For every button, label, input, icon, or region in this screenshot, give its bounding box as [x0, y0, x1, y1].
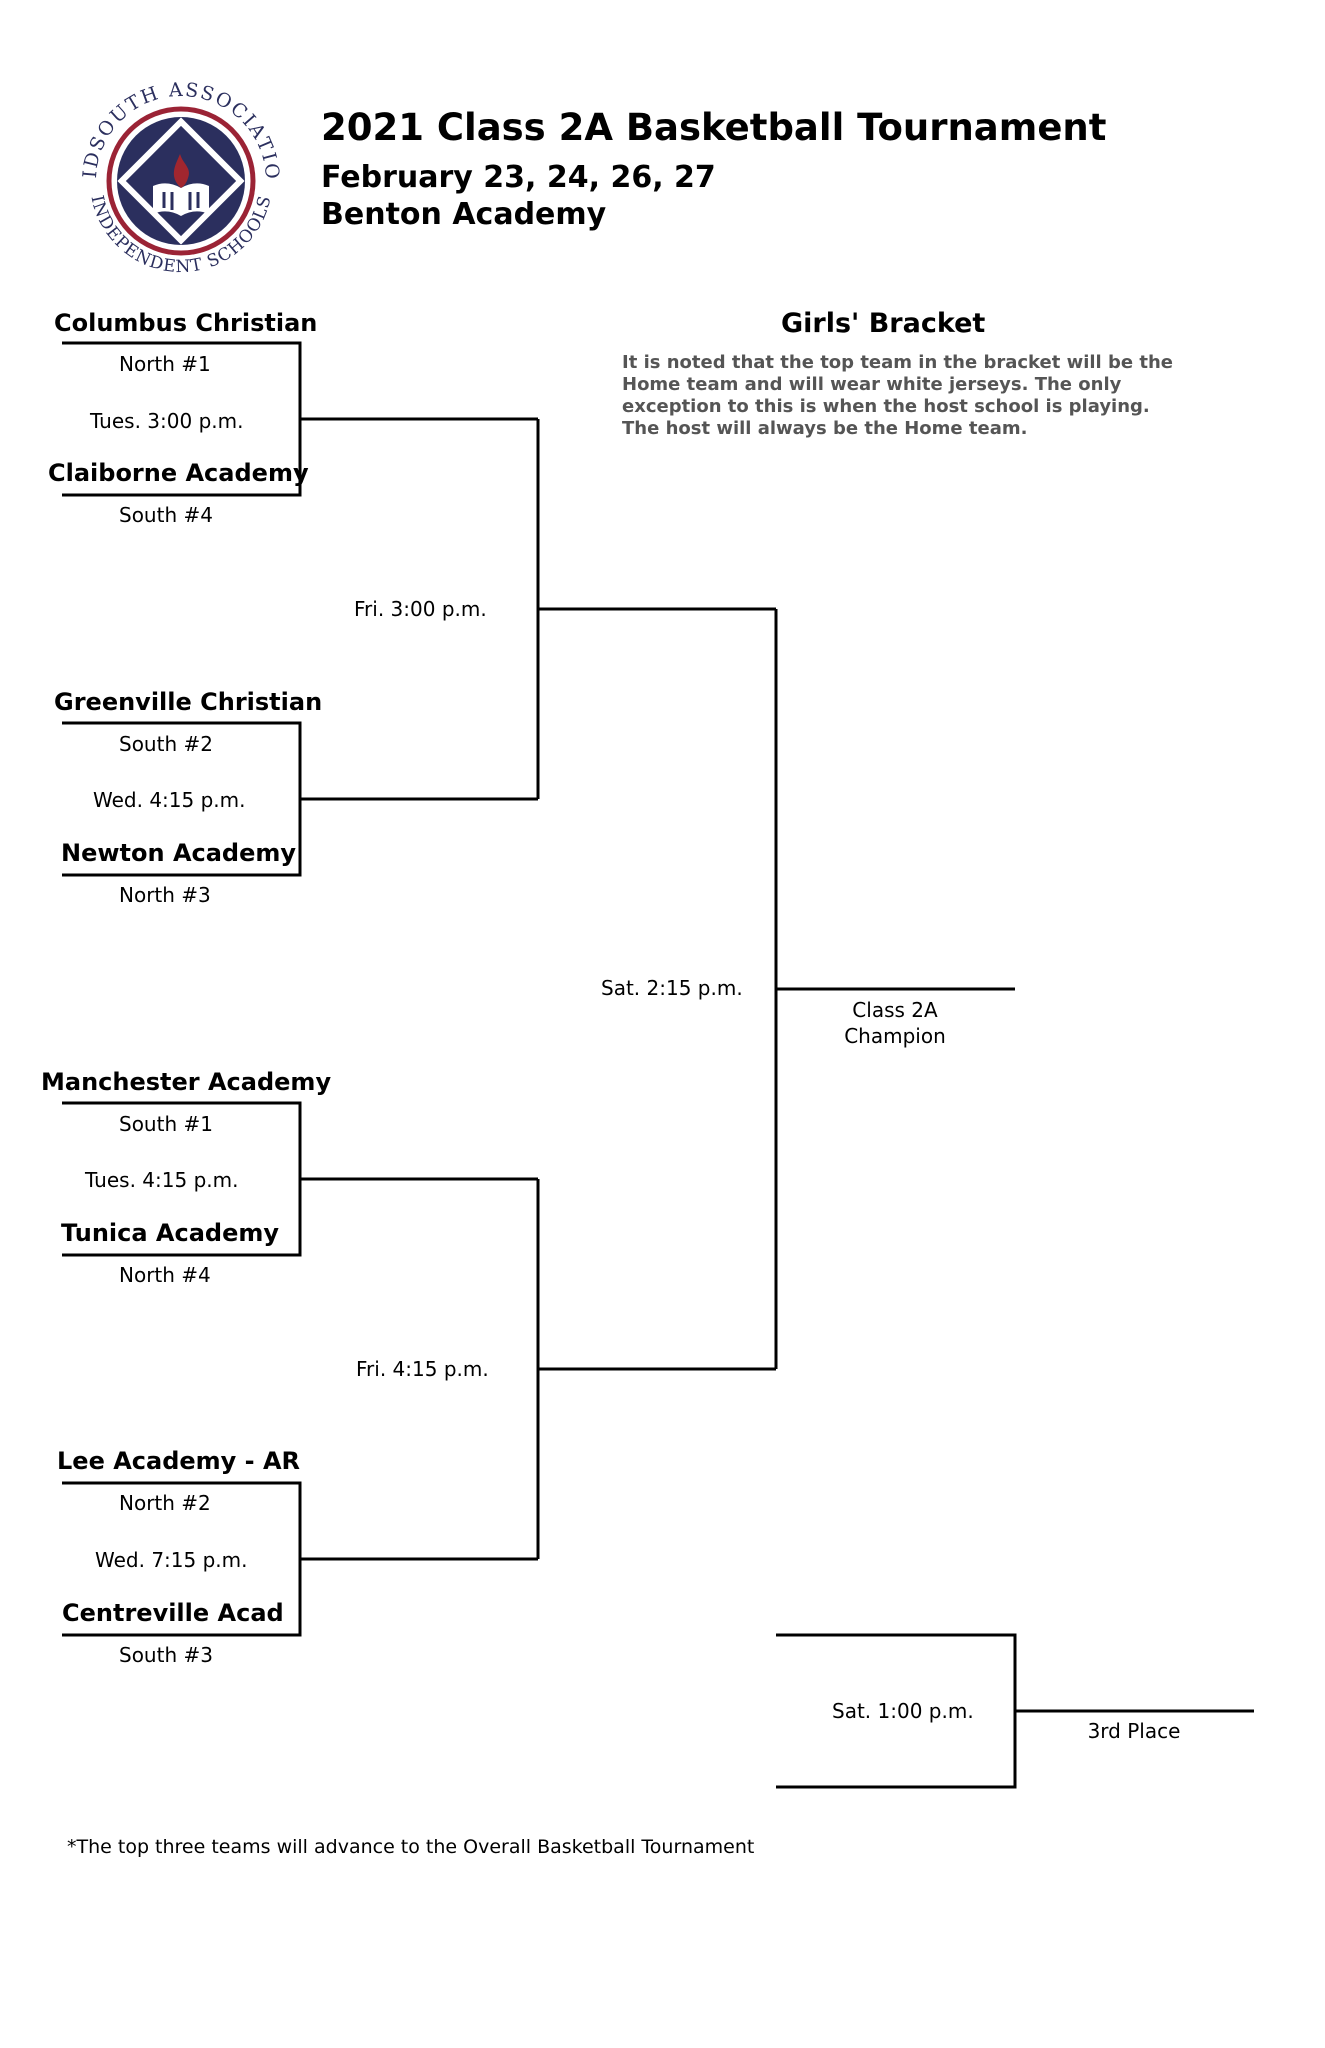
game-3-bottom-seed: North #4 — [119, 1263, 211, 1287]
game-4-top-team: Lee Academy - AR — [57, 1447, 301, 1475]
home-team-note: It is noted that the top team in the bra… — [622, 352, 1173, 439]
bracket-title: Girls' Bracket — [781, 308, 986, 339]
champion-label-line-1: Class 2A — [852, 998, 938, 1022]
game-2-top-team: Greenville Christian — [54, 688, 323, 716]
semifinal-2-time: Fri. 4:15 p.m. — [356, 1357, 489, 1381]
game-2-bottom-team: Newton Academy — [61, 839, 297, 867]
tournament-dates: February 23, 24, 26, 27 — [321, 160, 716, 195]
game-1-top-team: Columbus Christian — [54, 309, 318, 337]
game-2-bottom-seed: North #3 — [119, 883, 211, 907]
champion-label-line-2: Champion — [844, 1024, 946, 1048]
game-1-bottom-team: Claiborne Academy — [48, 459, 309, 487]
page-title: 2021 Class 2A Basketball Tournament — [321, 106, 1107, 149]
game-3-bottom-team: Tunica Academy — [61, 1219, 280, 1247]
game-3-time: Tues. 4:15 p.m. — [85, 1168, 239, 1192]
tournament-venue: Benton Academy — [321, 197, 607, 232]
game-4-top-seed: North #2 — [119, 1491, 211, 1515]
game-4-bottom-seed: South #3 — [119, 1643, 213, 1667]
champion-label: Class 2A Champion — [795, 997, 995, 1049]
game-4-bottom-team: Centreville Acad — [62, 1599, 284, 1627]
third-place-label: 3rd Place — [1087, 1719, 1181, 1743]
semifinal-1-time: Fri. 3:00 p.m. — [354, 597, 487, 621]
game-1-top-seed: North #1 — [119, 352, 211, 376]
flame-icon — [173, 154, 190, 188]
final-time: Sat. 2:15 p.m. — [601, 976, 743, 1000]
game-1-bottom-seed: South #4 — [119, 503, 213, 527]
game-1-time: Tues. 3:00 p.m. — [90, 409, 244, 433]
game-2-time: Wed. 4:15 p.m. — [93, 788, 246, 812]
footnote: *The top three teams will advance to the… — [67, 1836, 755, 1858]
book-icon — [153, 183, 209, 216]
game-2-top-seed: South #2 — [119, 732, 213, 756]
third-place-time: Sat. 1:00 p.m. — [832, 1699, 974, 1723]
midsouth-association-logo: MIDSOUTH ASSOCIATION INDEPENDENT SCHOOLS — [68, 68, 281, 277]
game-3-top-team: Manchester Academy — [41, 1068, 332, 1096]
game-4-time: Wed. 7:15 p.m. — [95, 1548, 248, 1572]
game-3-top-seed: South #1 — [119, 1112, 213, 1136]
